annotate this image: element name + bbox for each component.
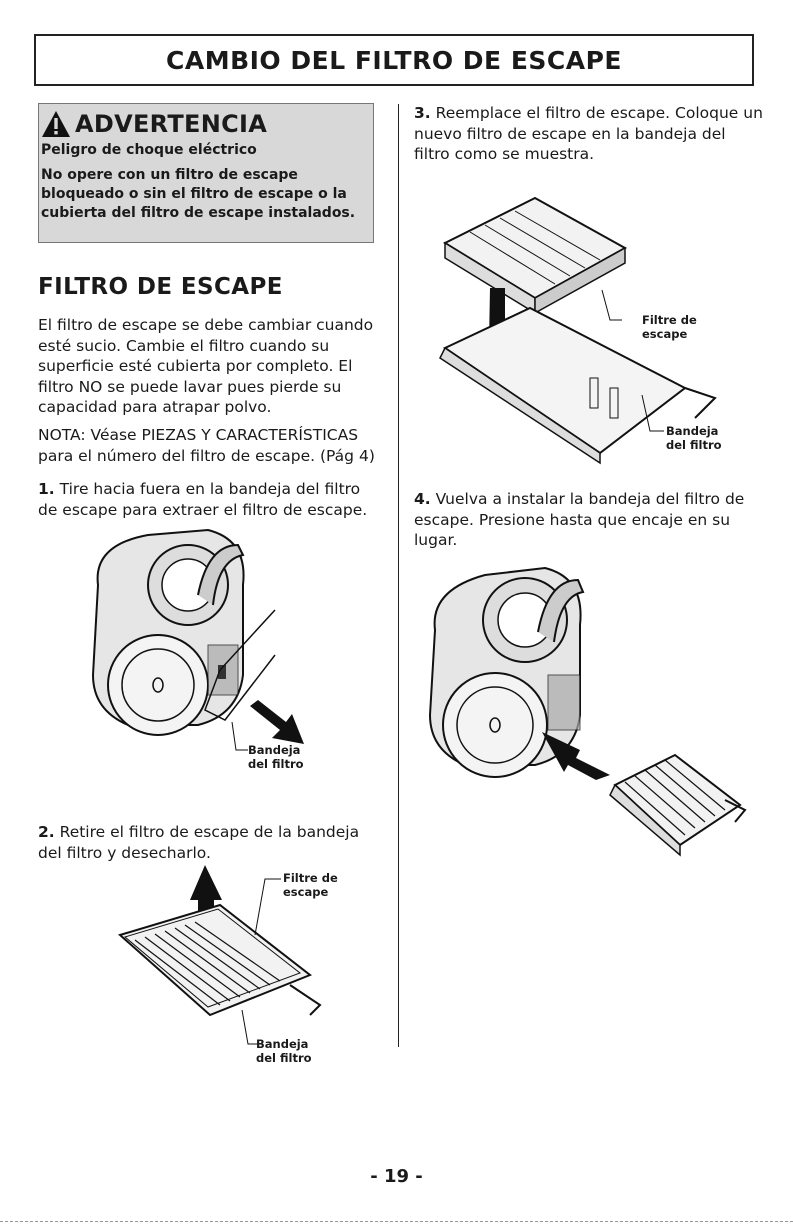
step-2-number: 2. [38, 823, 55, 841]
hand-arm-illustration [204, 609, 276, 721]
callout-bandeja-1-l1: Bandeja [248, 743, 301, 757]
callout-filtre-2-l1: Filtre de [283, 871, 338, 885]
callout-bandeja-3-l2: del filtro [666, 438, 722, 452]
callout-bandeja-3: Bandeja del filtro [666, 424, 722, 452]
warning-box: ADVERTENCIA Peligro de choque eléctrico … [38, 103, 374, 243]
callout-bandeja-2-l1: Bandeja [256, 1037, 309, 1051]
step-2: 2. Retire el filtro de escape de la band… [38, 822, 383, 863]
filter-tray-lift-illustration [117, 865, 322, 1017]
callout-line-2b [241, 1009, 258, 1045]
warning-triangle-icon [42, 111, 70, 137]
step-1-text: Tire hacia fuera en la bandeja del filtr… [38, 480, 368, 519]
callout-line-2a [254, 878, 281, 936]
page-title: CAMBIO DEL FILTRO DE ESCAPE [166, 45, 622, 75]
section-title: FILTRO DE ESCAPE [38, 274, 283, 300]
page-number: - 19 - [370, 1166, 423, 1187]
vacuum-install-tray-illustration [428, 566, 747, 857]
vacuum-remove-tray-illustration [91, 528, 245, 736]
filter-insert-tray-illustration [439, 196, 717, 465]
callout-filtre-2: Filtre de escape [283, 871, 338, 899]
warning-subtitle: Peligro de choque eléctrico [41, 142, 257, 158]
callout-filtre-2-l2: escape [283, 885, 329, 899]
callout-filtre-3-l1: Filtre de [642, 313, 697, 327]
step-3-number: 3. [414, 104, 431, 122]
warning-body: No opere con un filtro de escape bloquea… [41, 167, 356, 221]
callout-line-1 [231, 721, 248, 751]
callout-bandeja-2: Bandeja del filtro [256, 1037, 312, 1065]
note-paragraph: NOTA: Véase PIEZAS Y CARACTERÍSTICAS par… [38, 426, 375, 465]
callout-bandeja-1-l2: del filtro [248, 757, 304, 771]
warning-title: ADVERTENCIA [75, 110, 268, 138]
step-4-number: 4. [414, 490, 431, 508]
callout-line-3b [641, 394, 664, 432]
bottom-rule [0, 1221, 793, 1223]
callout-line-3a [601, 289, 622, 321]
callout-bandeja-1: Bandeja del filtro [248, 743, 304, 771]
step-1: 1. Tire hacia fuera en la bandeja del fi… [38, 479, 383, 520]
column-divider [398, 104, 399, 1047]
callout-filtre-3-l2: escape [642, 327, 688, 341]
page-title-box: CAMBIO DEL FILTRO DE ESCAPE [34, 34, 754, 86]
step-1-number: 1. [38, 480, 55, 498]
step-4-text: Vuelva a instalar la bandeja del filtro … [414, 490, 745, 549]
callout-bandeja-3-l1: Bandeja [666, 424, 719, 438]
step-3: 3. Reemplace el filtro de escape. Coloqu… [414, 103, 764, 165]
callout-bandeja-2-l2: del filtro [256, 1051, 312, 1065]
step-2-text: Retire el filtro de escape de la bandeja… [38, 823, 360, 862]
callout-filtre-3: Filtre de escape [642, 313, 697, 341]
intro-paragraph: El filtro de escape se debe cambiar cuan… [38, 316, 374, 416]
arrow-down-right-icon [250, 700, 304, 744]
step-3-text: Reemplace el filtro de escape. Coloque u… [414, 104, 763, 163]
step-4: 4. Vuelva a instalar la bandeja del filt… [414, 489, 764, 551]
